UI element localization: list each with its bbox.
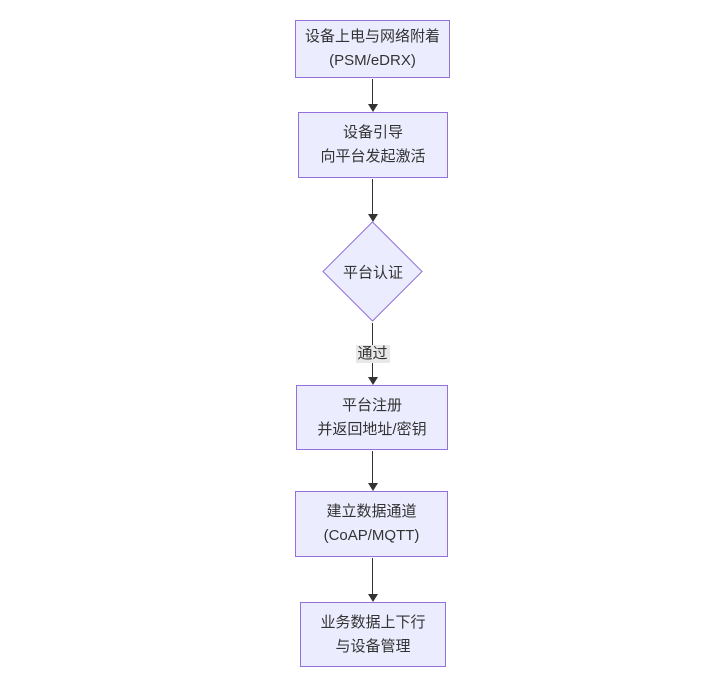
node-line: 设备引导 <box>342 124 403 141</box>
flow-line <box>372 558 373 594</box>
flow-arrow-5 <box>367 558 378 602</box>
flow-arrow-4 <box>367 451 378 491</box>
flow-arrow-1 <box>367 79 378 112</box>
flow-arrow-2 <box>367 179 378 222</box>
arrow-down-icon <box>367 214 378 222</box>
flow-line <box>372 179 373 214</box>
node-line: 向平台发起激活 <box>320 148 426 165</box>
node-business-data: 业务数据上下行 与设备管理 <box>300 602 446 667</box>
node-device-power-attach: 设备上电与网络附着 (PSM/eDRX) <box>295 20 450 78</box>
flow-line <box>372 451 373 483</box>
node-line: (CoAP/MQTT) <box>323 527 420 544</box>
node-data-channel: 建立数据通道 (CoAP/MQTT) <box>295 491 448 557</box>
node-line: (PSM/eDRX) <box>329 52 416 69</box>
node-line: 并返回地址/密钥 <box>317 420 427 438</box>
node-line: 建立数据通道 <box>326 503 417 520</box>
node-line: 业务数据上下行 <box>320 613 426 631</box>
arrow-down-icon <box>367 594 378 602</box>
decision-label: 平台认证 <box>342 264 404 282</box>
node-platform-register: 平台注册 并返回地址/密钥 <box>296 385 448 450</box>
node-line: 设备上电与网络附着 <box>304 28 440 45</box>
node-device-bootstrap: 设备引导 向平台发起激活 <box>298 112 448 178</box>
node-line: 平台注册 <box>341 396 402 414</box>
arrow-down-icon <box>367 483 378 491</box>
node-line: 与设备管理 <box>335 637 411 655</box>
arrow-down-icon <box>367 104 378 112</box>
arrow-down-icon <box>367 377 378 385</box>
flow-line <box>372 79 373 104</box>
flow-arrow-3: 通过 <box>355 323 390 385</box>
decision-platform-auth: 平台认证 <box>322 221 424 322</box>
edge-label-pass: 通过 <box>355 345 390 363</box>
